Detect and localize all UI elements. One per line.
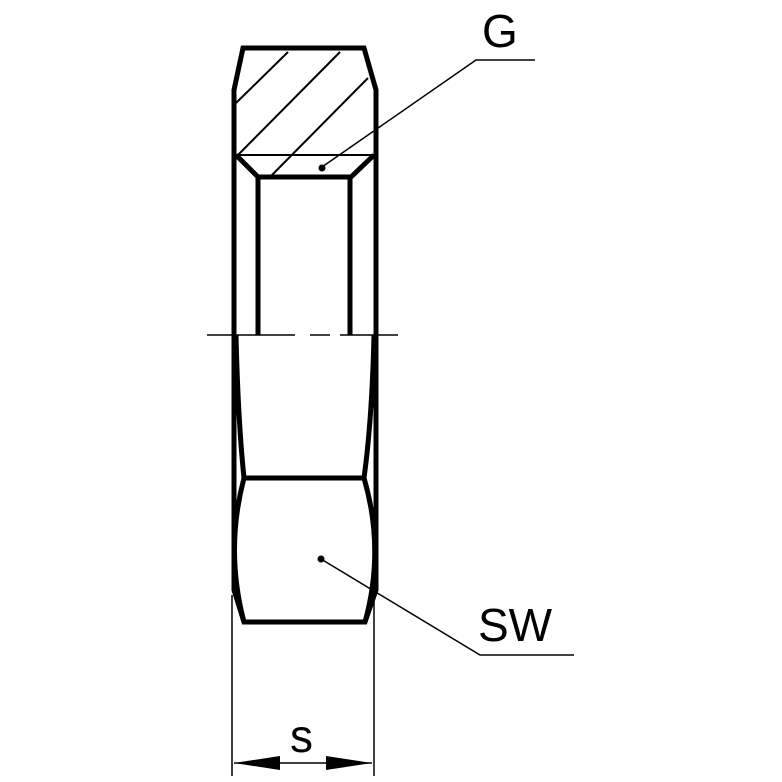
leader-dot-g xyxy=(318,164,326,172)
leader-dot-sw xyxy=(317,555,325,563)
hex-face-lower xyxy=(232,477,378,623)
arrow-left-icon xyxy=(234,756,280,770)
arrow-right-icon xyxy=(326,756,372,770)
hex-face-upper xyxy=(233,334,377,479)
label-s: s xyxy=(290,710,313,762)
leader-sw xyxy=(320,558,574,656)
label-g: G xyxy=(482,5,518,57)
section-hatching xyxy=(235,51,369,178)
label-sw: SW xyxy=(478,599,553,651)
leader-g xyxy=(321,59,535,168)
bore-outline xyxy=(234,153,376,180)
